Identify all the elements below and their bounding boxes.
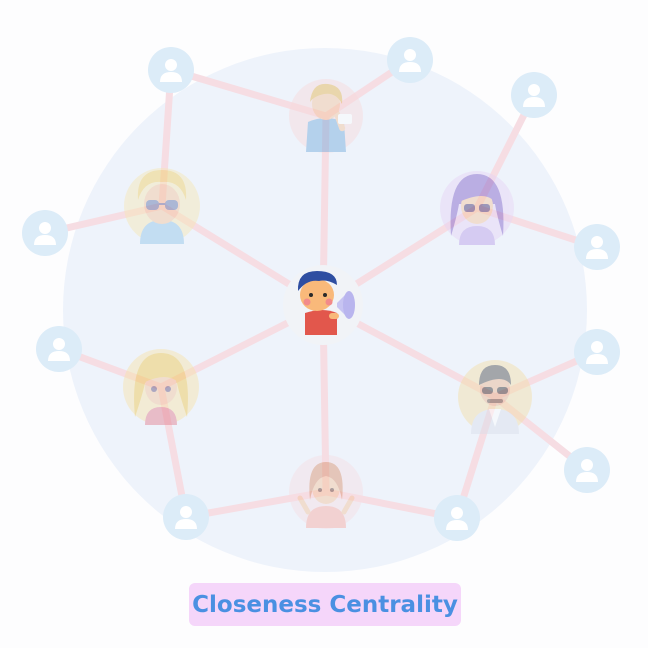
user-icon bbox=[160, 59, 182, 82]
woman-avatar-icon bbox=[297, 462, 355, 528]
user-node bbox=[387, 37, 433, 83]
man-with-sunglasses-avatar-icon bbox=[471, 365, 519, 434]
purple-haired-person-avatar-icon bbox=[450, 174, 504, 245]
user-node bbox=[434, 495, 480, 541]
user-node bbox=[564, 447, 610, 493]
user-icon bbox=[399, 49, 421, 72]
user-node bbox=[163, 494, 209, 540]
avatar-node-top bbox=[289, 79, 363, 153]
avatar-node-upper-right bbox=[440, 171, 514, 245]
child-with-megaphone-icon bbox=[297, 271, 355, 335]
user-node bbox=[574, 224, 620, 270]
user-icon bbox=[586, 236, 608, 259]
avatar-node-bottom bbox=[289, 455, 363, 529]
user-node bbox=[22, 210, 68, 256]
user-node bbox=[36, 326, 82, 372]
user-icon bbox=[523, 84, 545, 107]
diagram-title: Closeness Centrality bbox=[192, 592, 458, 618]
user-node bbox=[574, 329, 620, 375]
edge-u1-n-top bbox=[167, 66, 330, 120]
user-icon bbox=[576, 459, 598, 482]
user-icon bbox=[586, 341, 608, 364]
blonde-girl-avatar-icon bbox=[134, 353, 188, 425]
avatar-node-lower-right bbox=[458, 360, 532, 434]
edge-u5-n-bottom bbox=[182, 488, 330, 521]
user-node bbox=[511, 72, 557, 118]
person-with-raised-hand-avatar-icon bbox=[306, 83, 352, 152]
user-icon bbox=[34, 222, 56, 245]
user-icon bbox=[48, 338, 70, 361]
center-node bbox=[283, 265, 363, 345]
edges bbox=[41, 56, 601, 522]
blonde-man-with-sunglasses-avatar-icon bbox=[137, 170, 187, 244]
title-pill bbox=[189, 583, 461, 626]
avatar-node-lower-left bbox=[123, 349, 199, 425]
user-node bbox=[148, 47, 194, 93]
user-icon bbox=[175, 506, 197, 529]
avatar-node-upper-left bbox=[124, 168, 200, 244]
user-icon bbox=[446, 507, 468, 530]
